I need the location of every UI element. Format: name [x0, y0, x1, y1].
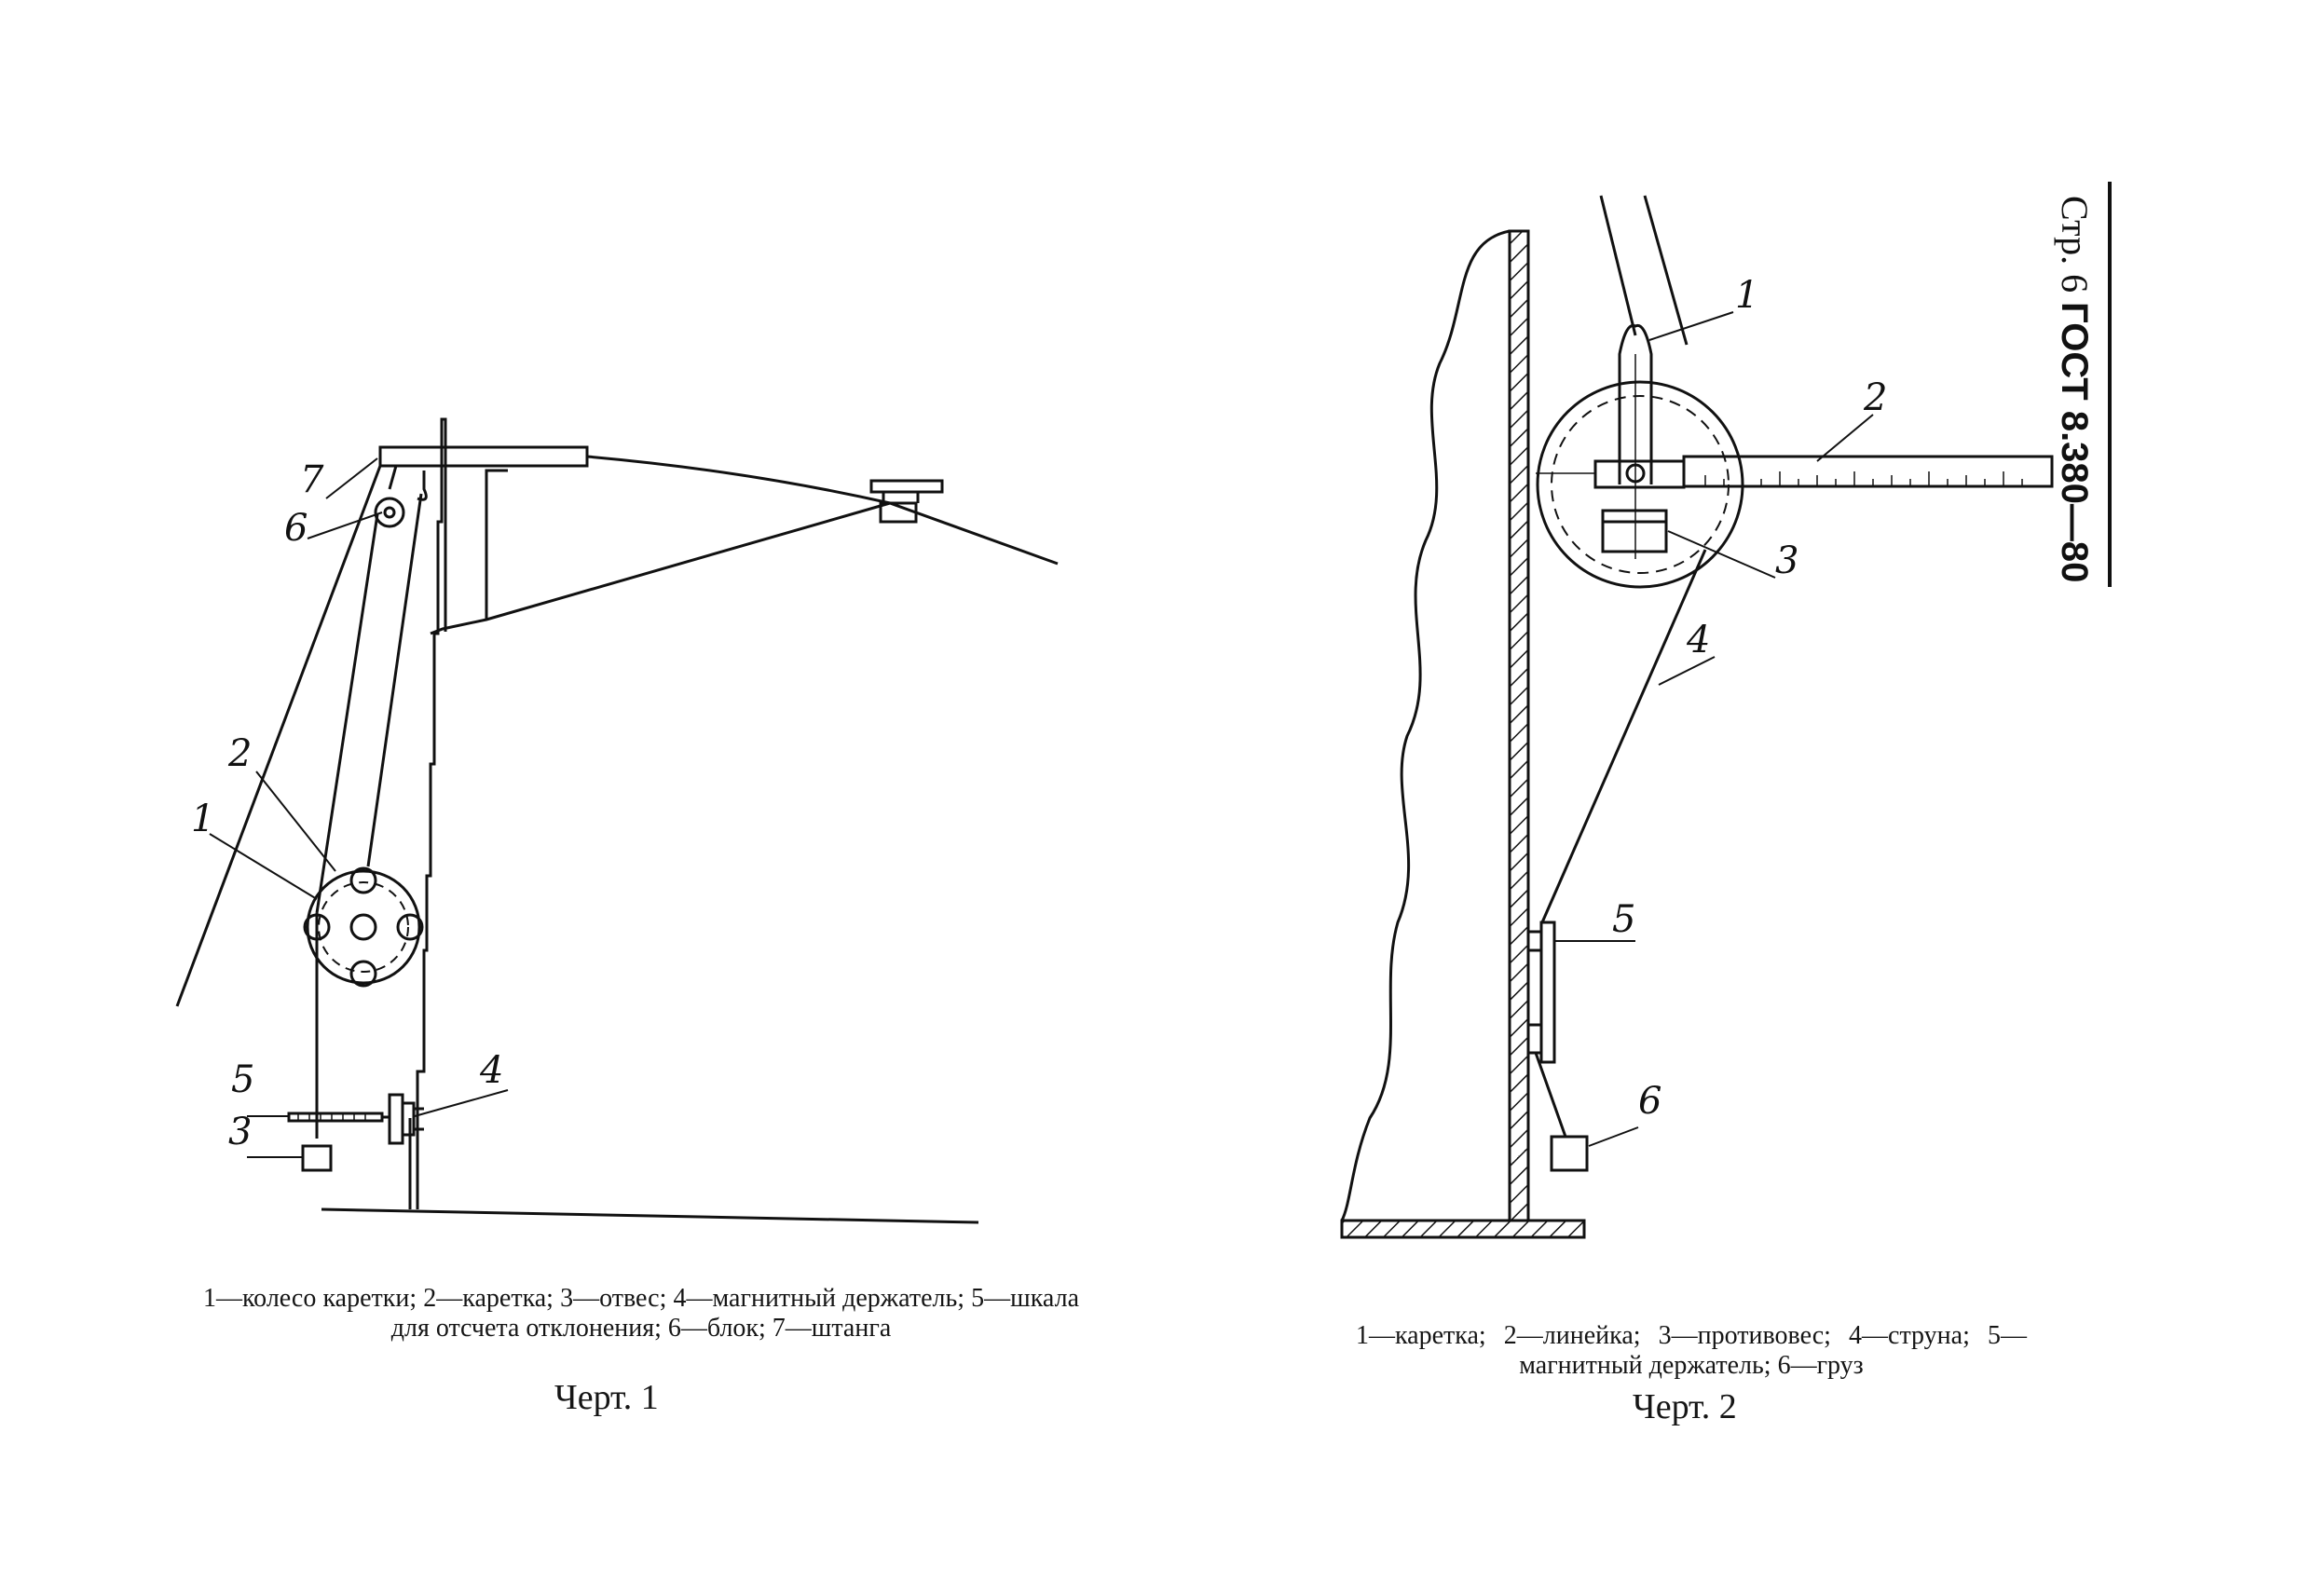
tank-wall [416, 417, 447, 1209]
break-line [1340, 229, 1511, 1221]
counterweight [1601, 509, 1668, 553]
label-7: 7 [300, 458, 324, 501]
tank-roof [430, 501, 1059, 635]
block-6 [374, 497, 405, 528]
label-f2-1: 1 [1735, 274, 1758, 317]
figure-1-caption: 1—колесо каретки; 2—каретка; 3—отвес; 4—… [203, 1284, 1079, 1344]
magnetic-holder-2 [1526, 930, 1543, 1055]
figure-1-drawing: 7 6 2 1 5 3 4 [175, 417, 1059, 1224]
label-3: 3 [228, 1111, 252, 1153]
arm-right [1643, 195, 1689, 346]
weight [1550, 1135, 1589, 1172]
roof-cupola [879, 501, 918, 524]
tank-wall-hatched [1508, 229, 1530, 1222]
arm-left [1599, 195, 1637, 336]
label-4: 4 [479, 1049, 503, 1092]
carriage-hub [349, 913, 377, 941]
header-rule [2108, 182, 2112, 587]
rod-7 [378, 445, 589, 468]
label-f2-6: 6 [1638, 1080, 1661, 1123]
figure-2-title: Черт. 2 [1633, 1387, 1737, 1426]
label-f2-5: 5 [1612, 898, 1635, 941]
ruler [1682, 455, 2054, 488]
bottom-plate [1340, 1219, 1586, 1239]
rope-to-roof [586, 455, 891, 505]
label-6: 6 [284, 507, 308, 550]
page-number: Стр. 6 [2054, 196, 2096, 293]
carriage-wheel [306, 869, 421, 985]
cable-a [315, 513, 379, 914]
label-2: 2 [227, 732, 252, 775]
roof-cupola-cap [869, 479, 944, 494]
cable-b [366, 493, 423, 867]
label-1: 1 [191, 798, 214, 840]
plumb-bob [301, 1144, 333, 1172]
running-header: Стр. 6 ГОСТ 8.380—80 [2053, 196, 2097, 582]
standard-number: ГОСТ 8.380—80 [2054, 302, 2095, 583]
ground-line [321, 1207, 979, 1224]
label-f2-2: 2 [1863, 376, 1887, 419]
magnetic-holder [388, 1093, 404, 1145]
support-rope-left [175, 465, 382, 1007]
carriage-disk [1536, 380, 1744, 589]
figure-1-title: Черт. 1 [554, 1378, 659, 1417]
label-5: 5 [231, 1058, 254, 1101]
string [1540, 549, 1707, 923]
weight-line [1534, 1052, 1567, 1138]
label-f2-3: 3 [1775, 539, 1798, 582]
t-piece [1593, 459, 1686, 489]
vertical-post [485, 469, 508, 620]
label-f2-4: 4 [1686, 619, 1710, 662]
carriage-body [1618, 323, 1653, 484]
figure-2-caption: 1—каретка; 2—линейка; 3—противовес; 4—ст… [1356, 1321, 2027, 1381]
deviation-scale [287, 1112, 384, 1123]
